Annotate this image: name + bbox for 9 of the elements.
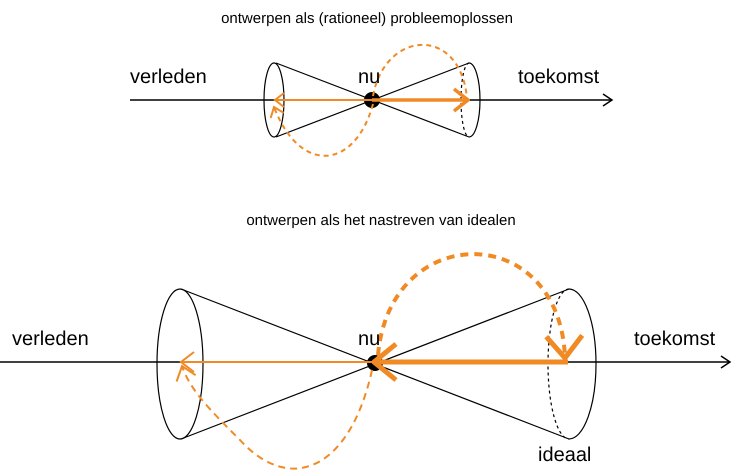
axis-label: nu: [358, 65, 380, 90]
axis-label: verleden: [12, 327, 89, 352]
section-heading: ontwerpen als (rationeel) probleemoplossen: [221, 9, 513, 29]
axis-label: verleden: [130, 65, 207, 90]
axis-label: toekomst: [634, 327, 716, 352]
axis-label: toekomst: [518, 65, 600, 90]
axis-label: ideaal: [538, 443, 592, 468]
axis-label: nu: [358, 327, 380, 352]
section-heading: ontwerpen als het nastreven van idealen: [246, 211, 516, 231]
